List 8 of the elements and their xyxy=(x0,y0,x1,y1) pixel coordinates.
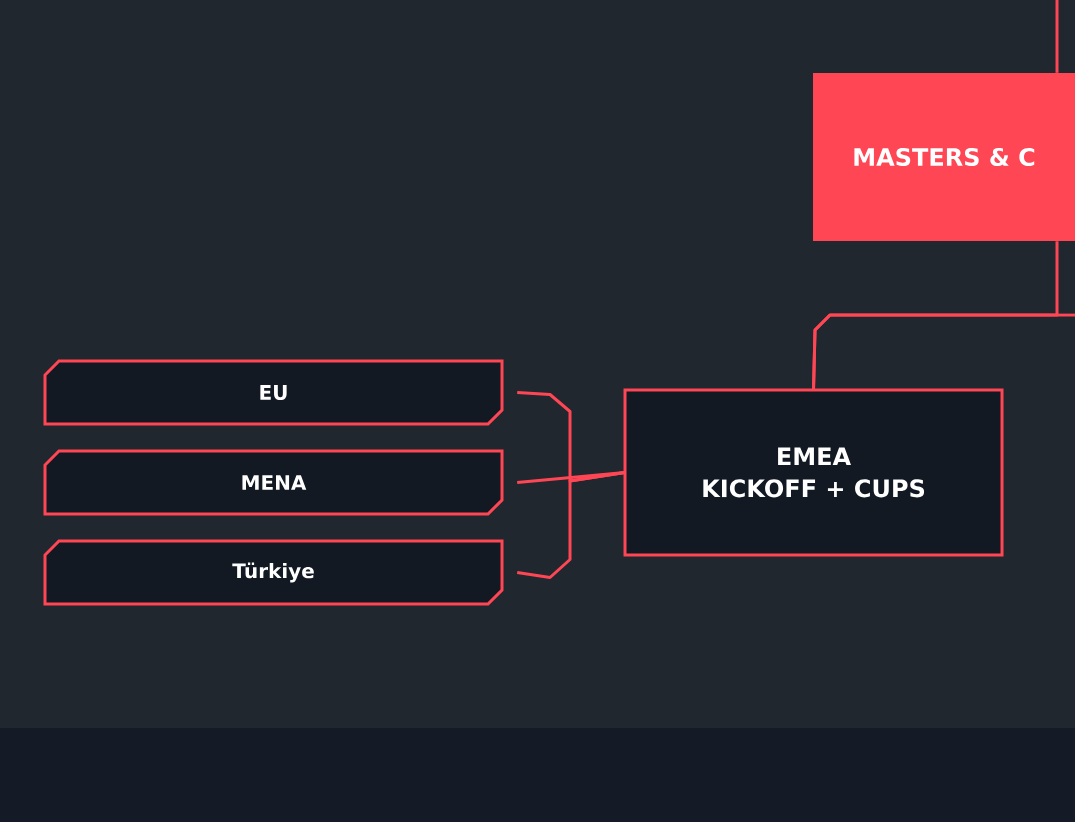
region-box: Türkiye xyxy=(43,539,504,606)
region-box: MENA xyxy=(43,449,504,516)
region-box: EU xyxy=(43,359,504,426)
connector-line xyxy=(1055,0,1059,73)
stage-box: EMEA KICKOFF + CUPS xyxy=(623,388,1004,557)
connector-line xyxy=(517,471,626,579)
stage-box: MASTERS & C xyxy=(813,73,1075,241)
connector-line xyxy=(812,313,1075,390)
